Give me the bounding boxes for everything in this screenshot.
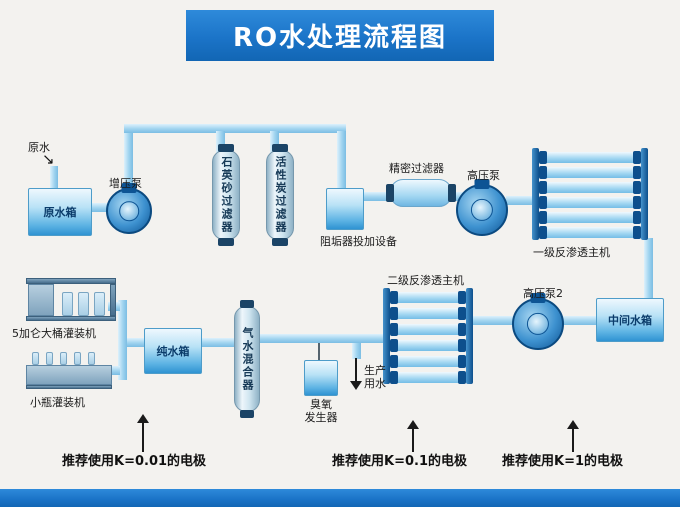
gallon-filling-machine	[26, 276, 118, 322]
bottle-filling-machine	[26, 352, 114, 392]
membrane-tube	[539, 151, 641, 164]
pipe	[216, 131, 225, 153]
raw-water-tank-label: 原水箱	[43, 206, 77, 219]
raw-water-label: 原水	[28, 141, 50, 154]
header-banner: RO水处理流程图	[186, 10, 494, 61]
pipe	[364, 192, 392, 201]
page-title: RO水处理流程图	[232, 23, 448, 53]
antiscalant-dosing-label: 阻垢器投加设备	[320, 235, 397, 248]
membrane-tube	[539, 226, 641, 239]
membrane-tube	[539, 181, 641, 194]
machine-bottle	[78, 292, 89, 316]
ozone-generator	[304, 360, 338, 396]
antiscalant-dosing-unit	[326, 188, 364, 230]
pipe	[270, 131, 279, 153]
ro-stage1-rack	[532, 148, 648, 240]
annotation-k01-arrow-icon	[407, 420, 419, 452]
annotation-k1-label: 推荐使用K=1的电极	[502, 454, 624, 469]
pipe	[562, 316, 598, 325]
high-pressure-pump-2-icon	[512, 298, 564, 350]
gas-water-mixer: 气水混合器	[234, 300, 260, 418]
annotation-k001-label: 推荐使用K=0.01的电极	[62, 454, 207, 469]
pure-water-tank: 纯水箱	[144, 328, 202, 374]
membrane-tube	[390, 307, 466, 320]
pipe	[352, 343, 361, 359]
ro-stage2-rack	[383, 288, 473, 384]
machine-part	[28, 284, 54, 316]
booster-pump-icon	[106, 188, 152, 234]
ozone-generator-label: 臭氧 发生器	[304, 398, 338, 424]
raw-water-tank: 原水箱	[28, 188, 92, 236]
precision-filter-label: 精密过滤器	[389, 162, 444, 175]
membrane-tube	[539, 166, 641, 179]
ozone-connector-line	[318, 343, 320, 361]
pipe	[202, 338, 234, 347]
pipe	[125, 338, 145, 347]
machine-part	[110, 284, 116, 316]
pure-water-tank-label: 纯水箱	[156, 345, 190, 358]
membrane-tube	[390, 291, 466, 304]
activated-carbon-filter-label: 活性炭过滤器	[274, 156, 287, 234]
rack-rail	[466, 288, 473, 384]
machine-bottle	[46, 352, 53, 365]
activated-carbon-filter: 活性炭过滤器	[266, 144, 294, 246]
pipe	[50, 166, 58, 190]
membrane-tube	[390, 371, 466, 384]
machine-bottle	[94, 292, 105, 316]
bottle-filling-machine-label: 小瓶灌装机	[30, 396, 85, 409]
intermediate-water-tank-label: 中间水箱	[608, 314, 652, 327]
membrane-tube	[539, 196, 641, 209]
high-pressure-pump-1-label: 高压泵	[467, 169, 500, 182]
machine-part	[26, 316, 116, 321]
high-pressure-pump-2-label: 高压泵2	[523, 287, 563, 300]
production-water-label: 生产 用水	[364, 364, 386, 390]
pipe	[506, 196, 534, 205]
pipe	[470, 316, 514, 325]
pipe	[258, 334, 385, 343]
high-pressure-pump-1-icon	[456, 184, 508, 236]
membrane-tube	[539, 211, 641, 224]
machine-bottle	[32, 352, 39, 365]
machine-bottle	[88, 352, 95, 365]
rack-rail	[383, 288, 390, 384]
gallon-filling-machine-label: 5加仑大桶灌装机	[12, 327, 96, 340]
intermediate-water-tank: 中间水箱	[596, 298, 664, 342]
annotation-k01-label: 推荐使用K=0.1的电极	[332, 454, 467, 469]
ro-stage2-label: 二级反渗透主机	[387, 274, 464, 287]
pipe	[124, 124, 346, 133]
quartz-sand-filter-label: 石英砂过滤器	[220, 156, 233, 234]
pipe	[92, 203, 108, 212]
membrane-tube	[390, 355, 466, 368]
annotation-k1-arrow-icon	[567, 420, 579, 452]
annotation-k001-arrow-icon	[137, 414, 149, 452]
membrane-tube	[390, 323, 466, 336]
rack-rail	[532, 148, 539, 240]
ro-stage1-label: 一级反渗透主机	[533, 246, 610, 259]
booster-pump-label: 增压泵	[109, 177, 142, 190]
rack-rail	[641, 148, 648, 240]
raw-water-arrow-icon: ↘	[42, 150, 55, 168]
footer-bar	[0, 489, 680, 507]
machine-part	[26, 365, 112, 385]
pipe	[644, 238, 653, 300]
production-water-arrow-icon	[350, 358, 362, 390]
machine-bottle	[62, 292, 73, 316]
precision-filter	[386, 179, 456, 207]
machine-bottle	[74, 352, 81, 365]
pipe	[124, 130, 133, 192]
machine-part	[26, 385, 112, 389]
pipe	[108, 366, 120, 375]
pipe	[118, 300, 127, 380]
pipe	[337, 131, 346, 191]
quartz-sand-filter: 石英砂过滤器	[212, 144, 240, 246]
membrane-tube	[390, 339, 466, 352]
gas-water-mixer-label: 气水混合器	[241, 326, 254, 392]
machine-bottle	[60, 352, 67, 365]
machine-part	[26, 278, 116, 284]
